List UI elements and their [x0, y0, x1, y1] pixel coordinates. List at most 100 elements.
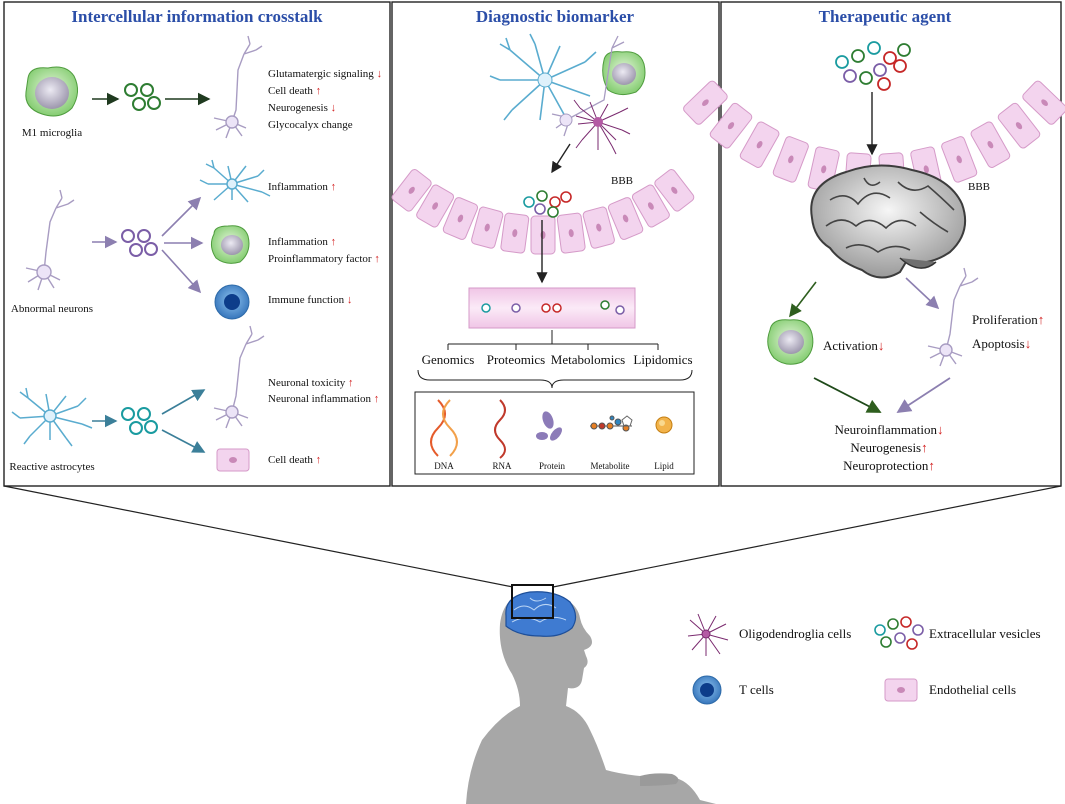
neuron-effects: Inflammation ↑ Inflammation ↑ Proinflamm…	[268, 181, 380, 306]
abnormal-neurons-label: Abnormal neurons	[11, 303, 93, 315]
protein-icon	[536, 411, 562, 441]
astro-arrow-down	[161, 429, 206, 453]
zoom-box	[511, 584, 554, 619]
astro-vesicles	[121, 407, 158, 435]
omics-genomics: Genomics	[422, 352, 475, 367]
legend-vesicles-label: Extracellular vesicles	[929, 626, 1041, 641]
reactive-astrocyte-cell	[11, 387, 93, 447]
legend-endothelial-label: Endothelial cells	[929, 682, 1016, 697]
astro-effect-0: Neuronal toxicity ↑	[268, 377, 354, 389]
molecule-protein: Protein	[539, 461, 565, 471]
lipid-icon	[655, 416, 673, 434]
zoom-line-left	[3, 485, 514, 588]
biomarker-endothelial-cell	[631, 184, 670, 228]
therapeutic-neuron	[927, 267, 979, 367]
biomarker-title: Diagnostic biomarker	[476, 7, 635, 26]
legend-oligodendroglia-label: Oligodendroglia cells	[739, 626, 851, 641]
biomarker-endothelial-cell	[654, 169, 695, 212]
crosstalk-panel-frame	[3, 1, 391, 487]
biomarker-endothelial-cell	[556, 212, 586, 254]
molecule-lipid: Lipid	[654, 461, 674, 471]
biomarker-vesicles	[523, 190, 572, 218]
neuron-vesicles	[121, 229, 158, 257]
neuron-effect-0: Inflammation ↑	[268, 181, 336, 193]
abnormal-neuron-cell	[25, 189, 75, 291]
neuron-effect-2: Proinflammatory factor ↑	[268, 253, 380, 265]
activation-label: Activation↓	[823, 338, 884, 353]
therapeutic-endothelial-cell	[683, 80, 728, 125]
neuron-arrow-down	[161, 249, 202, 294]
m1-effect-1: Cell death ↑	[268, 85, 321, 97]
dna-icon	[430, 399, 458, 457]
astro-arrow-up	[161, 389, 206, 415]
neuron-arrow-up	[161, 196, 202, 237]
neuron-effect-1: Inflammation ↑	[268, 236, 336, 248]
biomarker-cell-cluster	[489, 33, 646, 155]
therapeutic-arrow-neuron	[905, 277, 940, 310]
therapeutic-outcomes: Neuroinflammation↓ Neurogenesis↑ Neuropr…	[834, 422, 943, 473]
biomarker-endothelial-cell	[471, 206, 504, 249]
m1-microglia-cell	[25, 66, 78, 117]
therapeutic-endothelial-cell	[772, 136, 809, 183]
m1-effect-3: Glycocalyx change	[268, 119, 353, 131]
silhouette-brain	[505, 591, 577, 637]
biomarker-endothelial-cell	[391, 169, 432, 212]
molecule-labels: DNA RNA Protein Metabolite Lipid	[434, 461, 674, 471]
proliferation-label: Proliferation↑	[972, 312, 1044, 327]
neuron-outcome-arrow	[896, 377, 951, 413]
therapeutic-endothelial-cell	[970, 121, 1011, 168]
target-t-cell	[214, 284, 250, 320]
outcome-neuroinflammation: Neuroinflammation↓	[834, 422, 943, 437]
omics-metabolomics: Metabolomics	[551, 352, 625, 367]
m1-effect-0: Glutamatergic signaling ↓	[268, 68, 382, 80]
rna-icon	[494, 399, 506, 459]
astro-effect-2: Cell death ↑	[268, 454, 321, 466]
m1-vesicles	[124, 83, 161, 111]
therapeutic-endothelial-cell	[709, 102, 753, 149]
target-microglia	[210, 225, 250, 264]
crosstalk-title: Intercellular information crosstalk	[71, 7, 323, 26]
target-neuron-1	[213, 35, 263, 139]
brain-illustration	[810, 164, 966, 279]
biomarker-endothelial-cell	[530, 215, 556, 255]
biomarker-endothelial-cell	[582, 206, 615, 249]
biomarker-panel-frame	[391, 1, 720, 487]
legend-endothelial-icon	[884, 678, 918, 702]
biomarker-bbb-label: BBB	[611, 175, 633, 187]
astro-effects: Neuronal toxicity ↑ Neuronal inflammatio…	[268, 377, 379, 466]
target-neuron-2	[213, 325, 265, 429]
therapeutic-vesicles	[835, 41, 911, 91]
outcome-neuroprotection: Neuroprotection↑	[843, 458, 935, 473]
therapeutic-endothelial-cell	[997, 102, 1041, 149]
therapeutic-title: Therapeutic agent	[819, 7, 952, 26]
molecule-rna: RNA	[492, 461, 512, 471]
m1-microglia-label: M1 microglia	[22, 127, 82, 139]
biomarker-endothelial-cell	[442, 197, 479, 240]
therapeutic-endothelial-cell	[941, 136, 978, 183]
apoptosis-label: Apoptosis↓	[972, 336, 1031, 351]
biomarker-endothelial-cell	[607, 197, 644, 240]
molecule-dna: DNA	[434, 461, 454, 471]
biomarker-endothelial-cell	[416, 184, 455, 228]
reactive-astrocytes-label: Reactive astrocytes	[9, 461, 94, 473]
omics-lipidomics: Lipidomics	[633, 352, 692, 367]
legend-vesicles-icon	[874, 616, 924, 650]
target-endothelial-cell	[216, 448, 250, 472]
omics-proteomics: Proteomics	[487, 352, 546, 367]
therapeutic-arrow-microglia	[789, 281, 817, 318]
human-silhouette	[466, 591, 716, 804]
omics-ticks	[447, 344, 659, 350]
legend-tcell-icon	[692, 675, 722, 705]
metabolite-icon	[590, 415, 633, 432]
target-astrocyte	[199, 159, 271, 203]
m1-effects: Glutamatergic signaling ↓ Cell death ↑ N…	[268, 68, 382, 131]
astro-effect-1: Neuronal inflammation ↑	[268, 393, 379, 405]
panel-frames	[3, 1, 1062, 487]
biomarker-arrow-1	[551, 143, 571, 174]
molecule-metabolite: Metabolite	[591, 461, 630, 471]
therapeutic-bbb-label: BBB	[968, 181, 990, 193]
outcome-neurogenesis: Neurogenesis↑	[850, 440, 927, 455]
legend: Oligodendroglia cells Extracellular vesi…	[687, 613, 1041, 705]
therapeutic-panel-frame	[720, 1, 1062, 487]
legend-tcells-label: T cells	[739, 682, 774, 697]
